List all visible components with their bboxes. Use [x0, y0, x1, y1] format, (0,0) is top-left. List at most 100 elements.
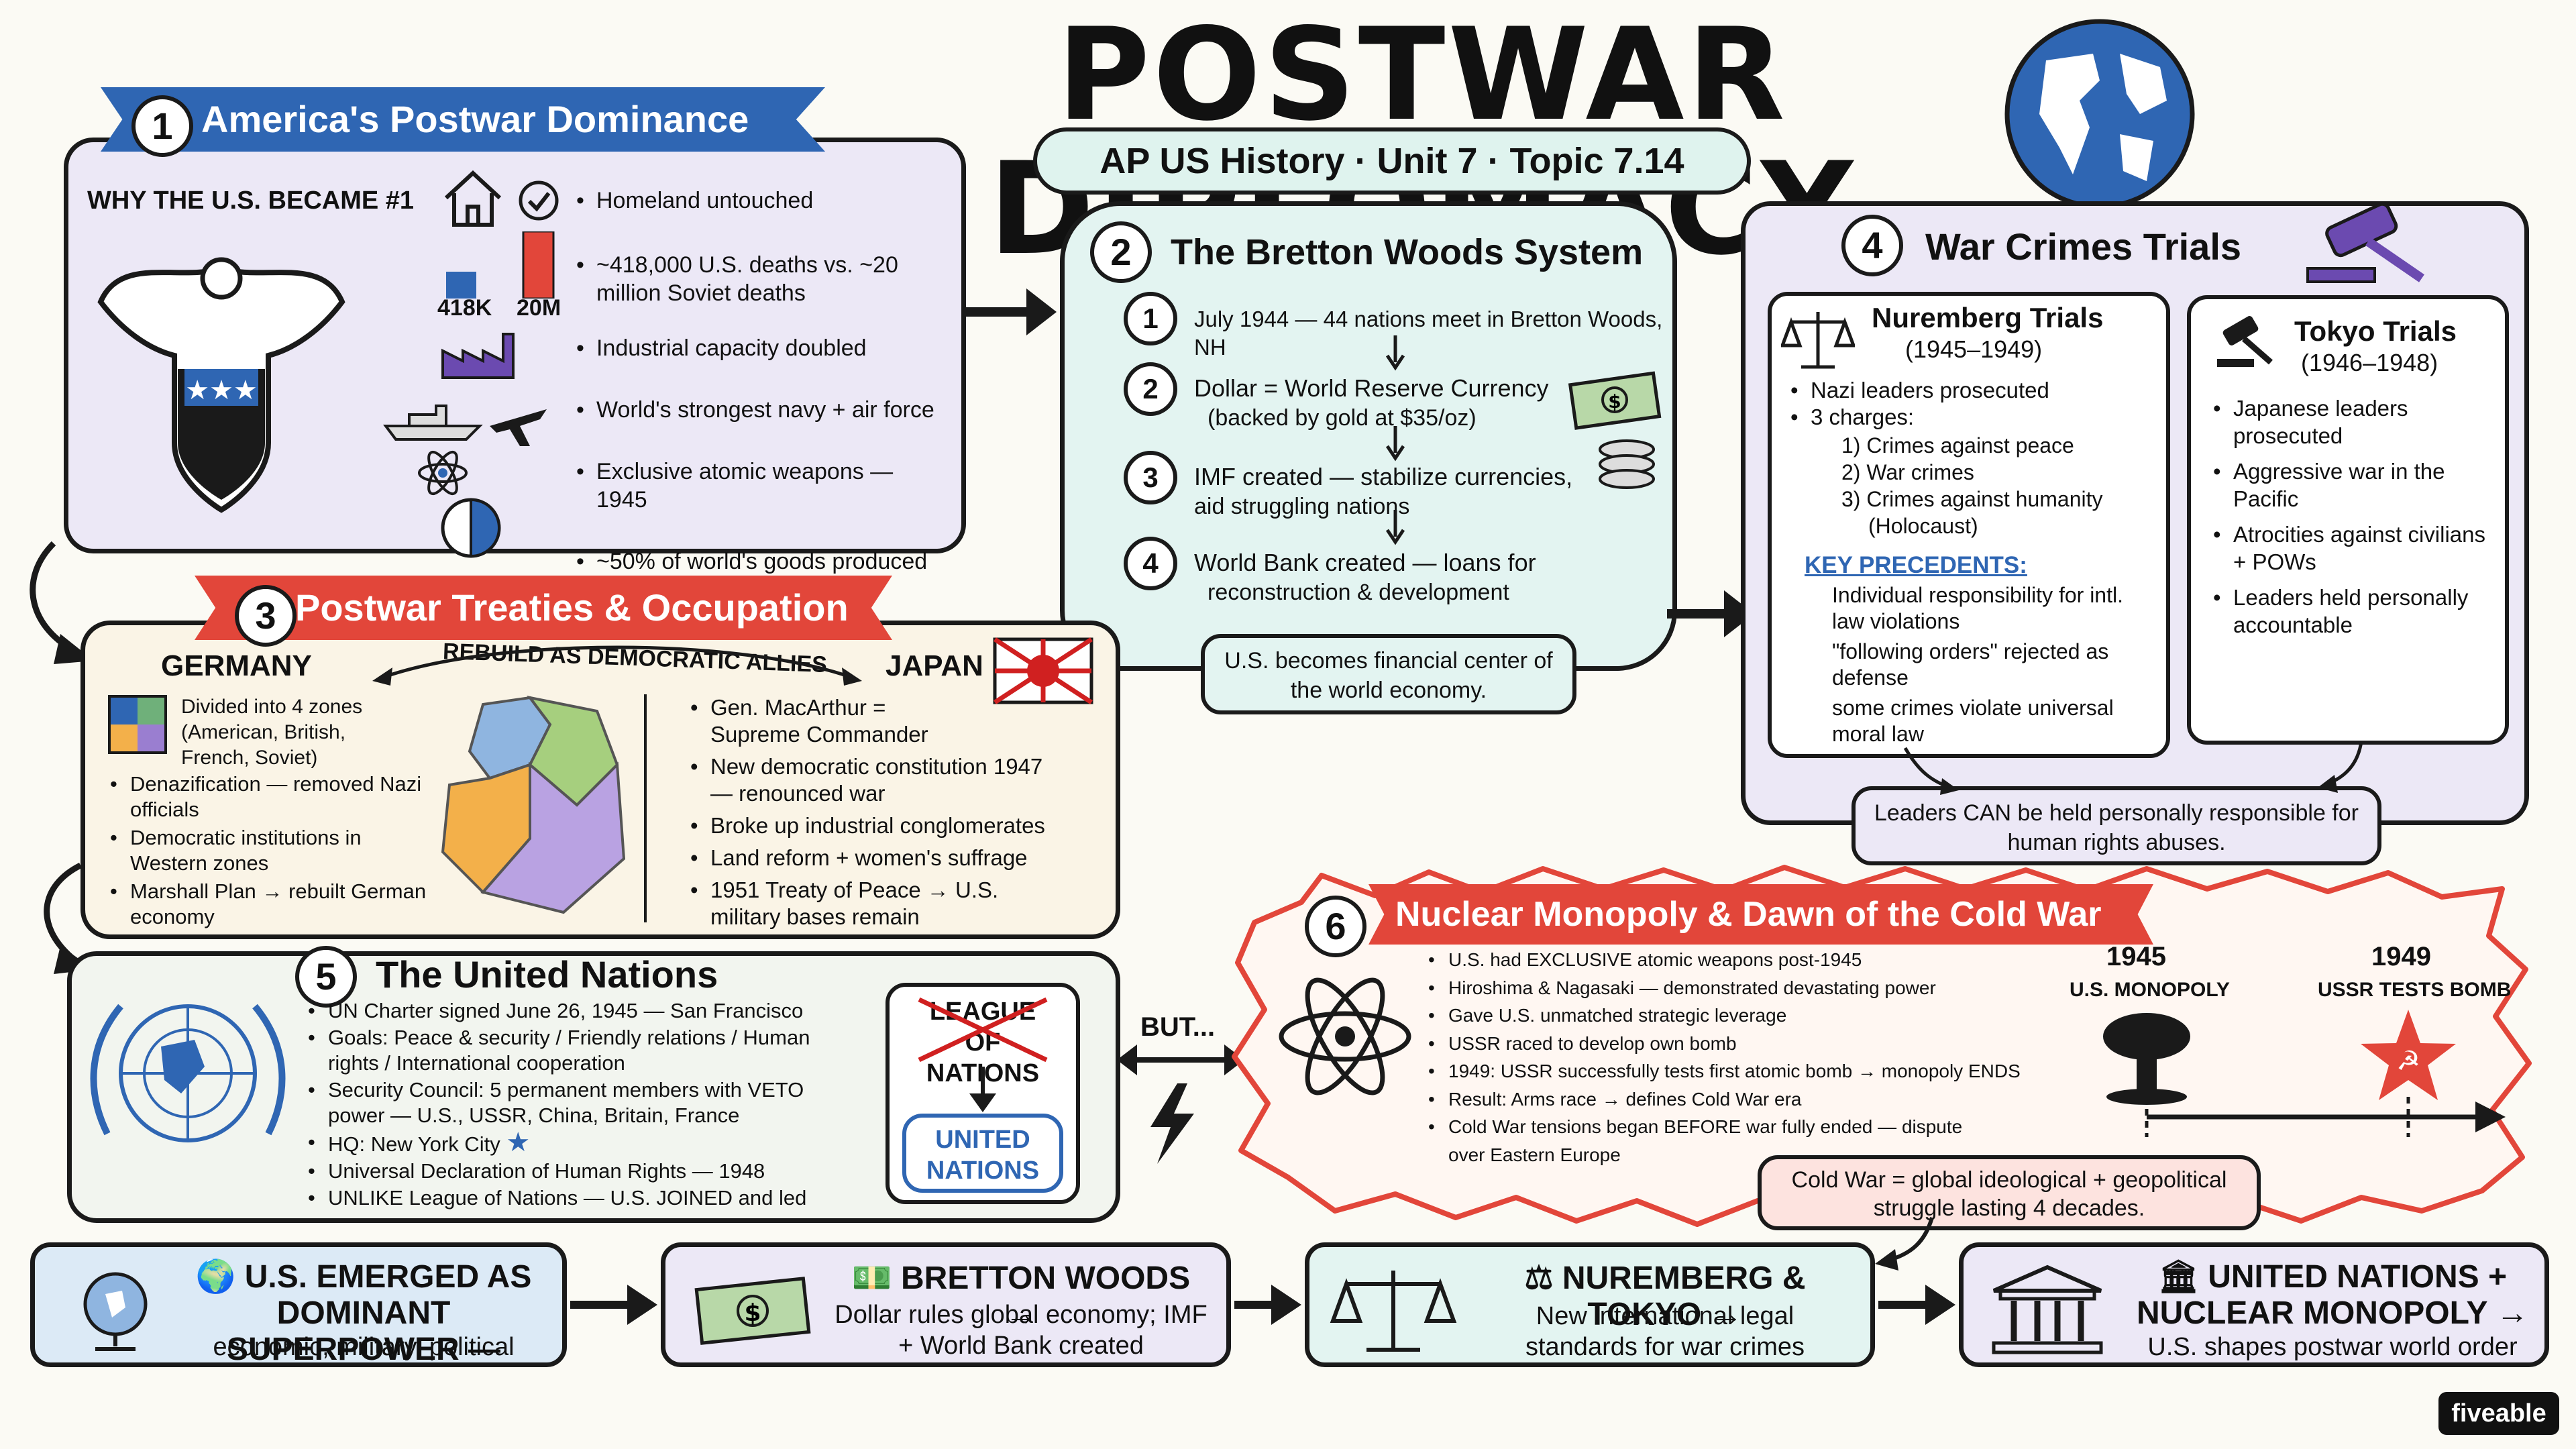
tl-label-1949: USSR TESTS BOMB: [2318, 979, 2512, 1001]
section6-number: 6: [1305, 896, 1366, 957]
section1-title: America's Postwar Dominance: [201, 98, 749, 140]
globe-stand-icon: [83, 1272, 148, 1351]
tokyo-item: Aggressive war in the Pacific: [2210, 458, 2492, 513]
nuclear-item: USSR raced to develop own bomb: [1426, 1030, 2103, 1058]
s1-list: Homeland untouched ~418,000 U.S. deaths …: [574, 186, 949, 576]
japan-item: New democratic constitution 1947 — renou…: [688, 753, 1046, 807]
arrow-down-left: [2318, 741, 2363, 793]
japan-item: Land reform + women's suffrage: [688, 845, 1104, 871]
s1-item: ~50% of world's goods produced: [574, 547, 949, 576]
japan-item: Gen. MacArthur = Supreme Commander: [688, 694, 965, 748]
arc-arrow: [372, 645, 862, 686]
tokyo-title: Tokyo Trials: [2294, 315, 2457, 347]
arrow-down-left: [1903, 747, 1959, 795]
mushroom-cloud-icon: [2103, 1013, 2190, 1105]
japan-title: JAPAN: [885, 649, 983, 682]
section3-number: 3: [235, 585, 297, 647]
germany-title: GERMANY: [161, 649, 312, 682]
section1-number: 1: [131, 95, 193, 157]
s4-summary: Leaders CAN be held personally responsib…: [1851, 786, 2381, 865]
un-item-text: HQ: New York City: [328, 1132, 500, 1156]
why-heading: WHY THE U.S. BECAME #1: [87, 186, 415, 215]
s2-summary: U.S. becomes financial center of the wor…: [1201, 634, 1576, 714]
un-emblem-icon: [90, 1004, 286, 1142]
check-icon: [519, 180, 559, 221]
money-icon: $: [1568, 371, 1662, 430]
tokyo-item: Leaders held personally accountable: [2210, 584, 2492, 639]
deaths-bar-chart: [446, 231, 555, 299]
nuclear-item: Gave U.S. unmatched strategic leverage: [1426, 1002, 2103, 1030]
japan-item: 1951 Treaty of Peace → U.S. military bas…: [688, 877, 1059, 930]
section5-title: The United Nations: [376, 953, 718, 996]
summary-card-3: ⚖ NUREMBERG & TOKYO → New international …: [1305, 1242, 1875, 1367]
brand-text: fiveable: [2451, 1399, 2546, 1428]
summary-title: 🏛 UNITED NATIONS + NUCLEAR MONOPOLY →: [2136, 1259, 2529, 1331]
nuclear-item: Result: Arms race → defines Cold War era: [1426, 1085, 2103, 1114]
house-icon: [444, 170, 502, 227]
nuremberg-title: Nuremberg Trials: [1872, 302, 2104, 333]
japan-list: Gen. MacArthur = Supreme Commander New d…: [688, 694, 1104, 930]
precedent-item: some crimes violate universal moral law: [1832, 696, 2114, 746]
timeline-arrow: [2145, 1097, 2506, 1137]
step-text: July 1944 — 44 nations meet in Bretton W…: [1194, 307, 1663, 360]
eagle-shield-icon: ★★★: [97, 257, 345, 513]
precedent-item: Individual responsibility for intl. law …: [1832, 583, 2123, 633]
un-box: UNITED NATIONS: [902, 1114, 1063, 1193]
precedent-item: "following orders" rejected as defense: [1832, 639, 2109, 690]
airplane-icon: [490, 409, 547, 446]
double-arrow: [1117, 1044, 1244, 1075]
step-number: 1: [1124, 292, 1177, 345]
s1-item: Homeland untouched: [574, 186, 949, 215]
nuclear-item: Hiroshima & Nagasaki — demonstrated deva…: [1426, 974, 2103, 1002]
tokyo-item: Atrocities against civilians + POWs: [2210, 521, 2492, 576]
step-subtext: (backed by gold at $35/oz): [1208, 405, 1477, 431]
money-stack-icon: $: [694, 1277, 811, 1345]
svg-text:$: $: [1608, 390, 1621, 413]
germany-item: Denazification — removed Nazi officials: [107, 771, 429, 822]
step-number: 2: [1124, 362, 1177, 416]
section2-number: 2: [1090, 221, 1152, 283]
germany-item: Marshall Plan → rebuilt German economy: [107, 879, 429, 930]
un-item: Security Council: 5 permanent members wi…: [305, 1077, 865, 1128]
globe-icon: [2004, 19, 2195, 209]
svg-text:$: $: [744, 1299, 761, 1327]
summary-title: ⚖ NUREMBERG & TOKYO →: [1524, 1260, 1806, 1332]
step-arrows: [1385, 335, 1405, 545]
un-item: HQ: New York City ★: [305, 1128, 889, 1157]
coins-icon: [1599, 439, 1655, 489]
un-list: UN Charter signed June 26, 1945 — San Fr…: [305, 998, 889, 1211]
germany-list: Denazification — removed Nazi officials …: [107, 771, 429, 930]
nuremberg-card: [1768, 292, 2170, 758]
s1-item: ~418,000 U.S. deaths vs. ~20 million Sov…: [574, 251, 912, 307]
section6-title: Nuclear Monopoly & Dawn of the Cold War: [1395, 895, 2102, 934]
step-number: 4: [1124, 537, 1177, 590]
charge-item: 2) War crimes: [1841, 460, 1974, 484]
tokyo-item: Japanese leaders prosecuted: [2210, 394, 2492, 449]
s3-divider: [644, 694, 647, 922]
s2-summary-text: U.S. becomes financial center of the wor…: [1224, 648, 1553, 703]
scales-large-icon: [1330, 1271, 1457, 1352]
s6-summary-text: Cold War = global ideological + geopolit…: [1791, 1167, 2227, 1221]
summary-card-2: $ 💵 BRETTON WOODS → Dollar rules global …: [661, 1242, 1231, 1367]
un-item: Goals: Peace & security / Friendly relat…: [305, 1025, 838, 1076]
key-precedents-heading: KEY PRECEDENTS:: [1805, 552, 2027, 578]
section2-panel: [1060, 201, 1677, 671]
tokyo-list: Japanese leaders prosecuted Aggressive w…: [2210, 394, 2492, 639]
arrow-right: [963, 288, 1057, 335]
tokyo-card: [2187, 295, 2509, 745]
tokyo-years: (1946–1948): [2301, 349, 2438, 376]
soviet-deaths-label: 20M: [517, 295, 561, 321]
tl-label-1945: U.S. MONOPOLY: [2070, 979, 2230, 1001]
gavel-icon: [2306, 202, 2424, 283]
pie-icon: [441, 498, 501, 558]
summary-card-4: 🏛 UNITED NATIONS + NUCLEAR MONOPOLY → U.…: [1959, 1242, 2549, 1367]
soviet-deaths-bar: [522, 231, 555, 299]
summary-title: 💵 BRETTON WOODS →: [851, 1260, 1191, 1332]
star-icon: ★: [506, 1128, 531, 1157]
nuremberg-item: 3 charges:: [1788, 404, 2150, 431]
lightning-icon: [1150, 1083, 1194, 1164]
s4-summary-text: Leaders CAN be held personally responsib…: [1874, 800, 2359, 855]
s1-item: World's strongest navy + air force: [574, 396, 949, 424]
nuremberg-item: Nazi leaders prosecuted: [1788, 377, 2150, 404]
summary-sub: U.S. shapes postwar world order: [2147, 1333, 2518, 1361]
